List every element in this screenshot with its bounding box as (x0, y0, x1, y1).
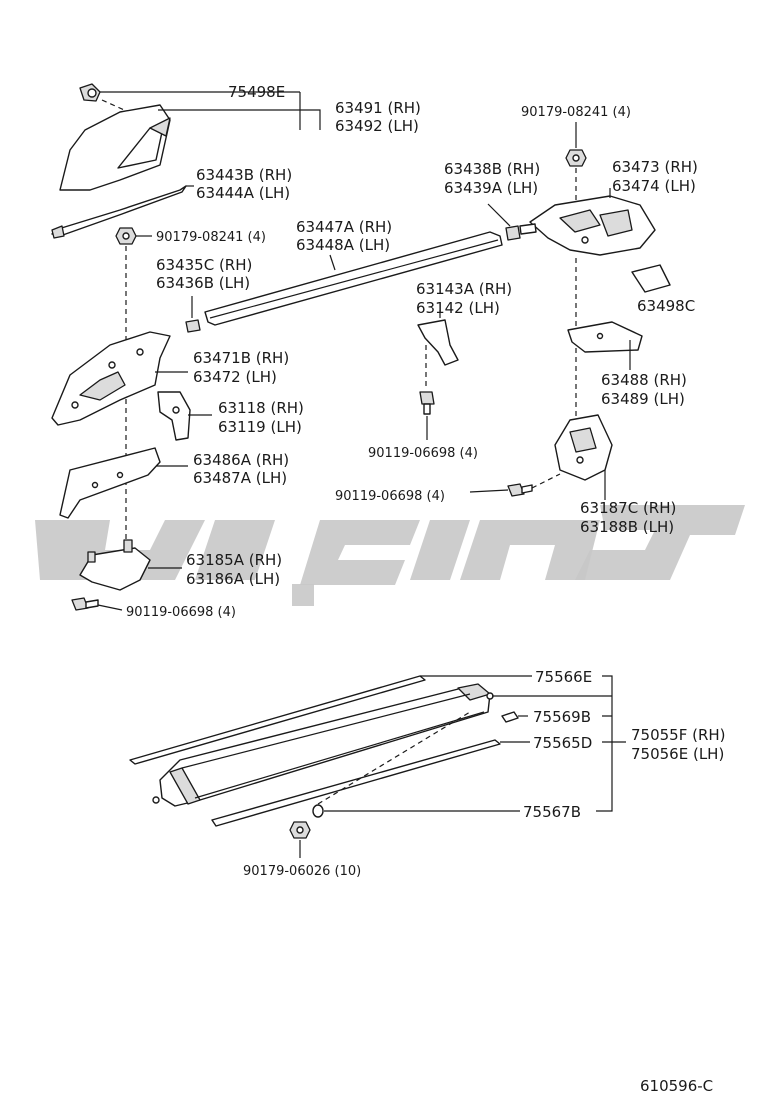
label-63472: 63472 (LH) (193, 368, 277, 386)
label-63473: 63473 (RH) (612, 158, 698, 176)
label-75565D: 75565D (533, 734, 592, 752)
label-75055F: 75055F (RH) (631, 726, 726, 744)
part-63143A-bracket (417, 319, 459, 366)
label-90119-06698-right: 90119-06698 (4) (335, 489, 445, 504)
watermark-logo (35, 505, 745, 606)
label-63471B: 63471B (RH) (193, 349, 289, 367)
label-63143A: 63143A (RH) (416, 280, 512, 298)
label-75569B: 75569B (533, 708, 591, 726)
part-63447A-molding (204, 231, 503, 326)
part-63435C-block (185, 319, 201, 333)
label-63119: 63119 (LH) (218, 418, 302, 436)
label-75567B: 75567B (523, 803, 581, 821)
clip-75569B (501, 711, 519, 723)
label-63448A: 63448A (LH) (296, 236, 390, 254)
part-63473-bracket (519, 195, 656, 256)
label-63436B: 63436B (LH) (156, 274, 250, 292)
bolt-90119-bottom-left (71, 597, 99, 611)
leader-63491 (158, 92, 321, 130)
nut-90179-top (565, 149, 587, 167)
part-63118-bracket (157, 391, 191, 441)
part-75566E-strip (129, 675, 426, 765)
part-63185A-bracket (79, 539, 151, 591)
label-90119-06698-mid: 90119-06698 (4) (368, 446, 478, 461)
bolt-90119-middle (419, 391, 435, 415)
label-63187C: 63187C (RH) (580, 499, 676, 517)
dash-90119-right (531, 473, 561, 489)
label-63444A: 63444A (LH) (196, 184, 290, 202)
part-75055F-rail (152, 683, 494, 807)
label-63443B: 63443B (RH) (196, 166, 292, 184)
nut-90179-06026 (289, 821, 311, 839)
label-63188B: 63188B (LH) (580, 518, 674, 536)
leader-90119-bl (97, 604, 123, 611)
label-63488: 63488 (RH) (601, 371, 687, 389)
label-63185A: 63185A (RH) (186, 551, 282, 569)
label-75056E: 75056E (LH) (631, 745, 724, 763)
label-63435C: 63435C (RH) (156, 256, 252, 274)
label-63474: 63474 (LH) (612, 177, 696, 195)
part-63471B-bracket (51, 331, 171, 426)
label-90179-06026: 90179-06026 (10) (243, 864, 361, 879)
label-63142: 63142 (LH) (416, 299, 500, 317)
part-63498C-pad (631, 264, 671, 293)
nut-90179-left (115, 227, 137, 245)
label-75566E: 75566E (535, 668, 592, 686)
label-90179-08241-left: 90179-08241 (4) (156, 230, 266, 245)
clip-75498E (79, 83, 101, 102)
bolt-90119-right (507, 483, 533, 497)
dash-75567B (317, 711, 471, 805)
part-63486A-plate (59, 447, 161, 519)
label-63489: 63489 (LH) (601, 390, 685, 408)
label-63492: 63492 (LH) (335, 117, 419, 135)
label-63491: 63491 (RH) (335, 99, 421, 117)
part-63438B-block (505, 225, 521, 241)
part-63488-plate (567, 321, 643, 353)
label-63498C: 63498C (637, 297, 695, 315)
leader-63438B (487, 203, 511, 227)
part-63491-cover (59, 104, 171, 191)
label-63487A: 63487A (LH) (193, 469, 287, 487)
label-63438B: 63438B (RH) (444, 160, 540, 178)
part-75565D-strip (211, 739, 501, 827)
label-90119-06698-bl: 90119-06698 (4) (126, 605, 236, 620)
label-63186A: 63186A (LH) (186, 570, 280, 588)
label-63118: 63118 (RH) (218, 399, 304, 417)
diagram-code: 610596-C (640, 1077, 713, 1095)
label-90179-08241-top: 90179-08241 (4) (521, 105, 631, 120)
part-63443B-strip (51, 185, 187, 239)
leader-63447A (329, 254, 336, 271)
leader-90119-right (469, 489, 509, 493)
label-63447A: 63447A (RH) (296, 218, 392, 236)
label-63486A: 63486A (RH) (193, 451, 289, 469)
label-63439A: 63439A (LH) (444, 179, 538, 197)
label-75498E: 75498E (228, 83, 285, 101)
brace-75055F (596, 675, 626, 812)
part-63187C-bracket (554, 414, 613, 481)
washer-75567B (312, 804, 324, 818)
